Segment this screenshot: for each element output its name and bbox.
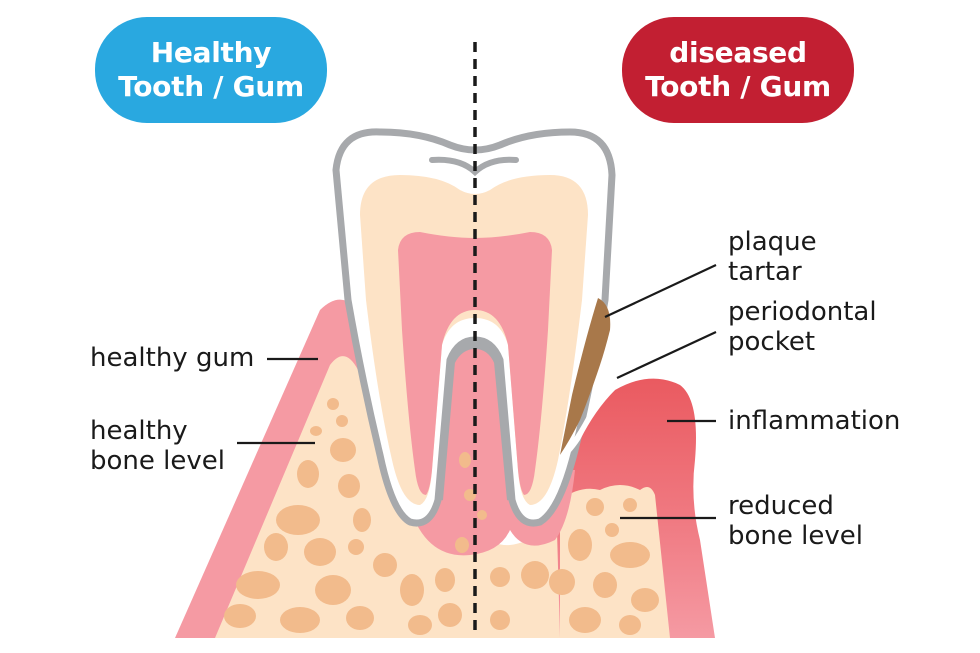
label-plaque-tartar: plaque tartar bbox=[728, 227, 817, 287]
leader-periodontal-pocket bbox=[616, 331, 717, 379]
label-periodontal-pocket: periodontal pocket bbox=[728, 297, 877, 357]
label-healthy-gum: healthy gum bbox=[90, 343, 255, 373]
pulp bbox=[398, 232, 552, 495]
healthy-tooth-gum-badge: Healthy Tooth / Gum bbox=[95, 17, 327, 123]
label-reduced-bone-level: reduced bone level bbox=[728, 491, 863, 551]
diseased-tooth-gum-badge: diseased Tooth / Gum bbox=[622, 17, 854, 123]
gum-around-roots bbox=[355, 320, 575, 556]
crown-groove bbox=[429, 156, 519, 177]
diseased-badge-line1: diseased bbox=[669, 36, 807, 70]
bone-spots bbox=[224, 398, 659, 635]
diseased-badge-line2: Tooth / Gum bbox=[645, 70, 831, 103]
periodontal-pocket-gap bbox=[560, 390, 615, 462]
tartar-deposit bbox=[560, 298, 611, 455]
healthy-badge-line1: Healthy bbox=[150, 36, 272, 70]
label-healthy-bone-level: healthy bone level bbox=[90, 416, 225, 476]
tooth bbox=[332, 128, 616, 527]
label-inflammation: inflammation bbox=[728, 406, 901, 436]
leader-plaque-tartar bbox=[604, 264, 717, 318]
leader-lines bbox=[237, 264, 717, 520]
healthy-badge-line2: Tooth / Gum bbox=[118, 70, 304, 103]
